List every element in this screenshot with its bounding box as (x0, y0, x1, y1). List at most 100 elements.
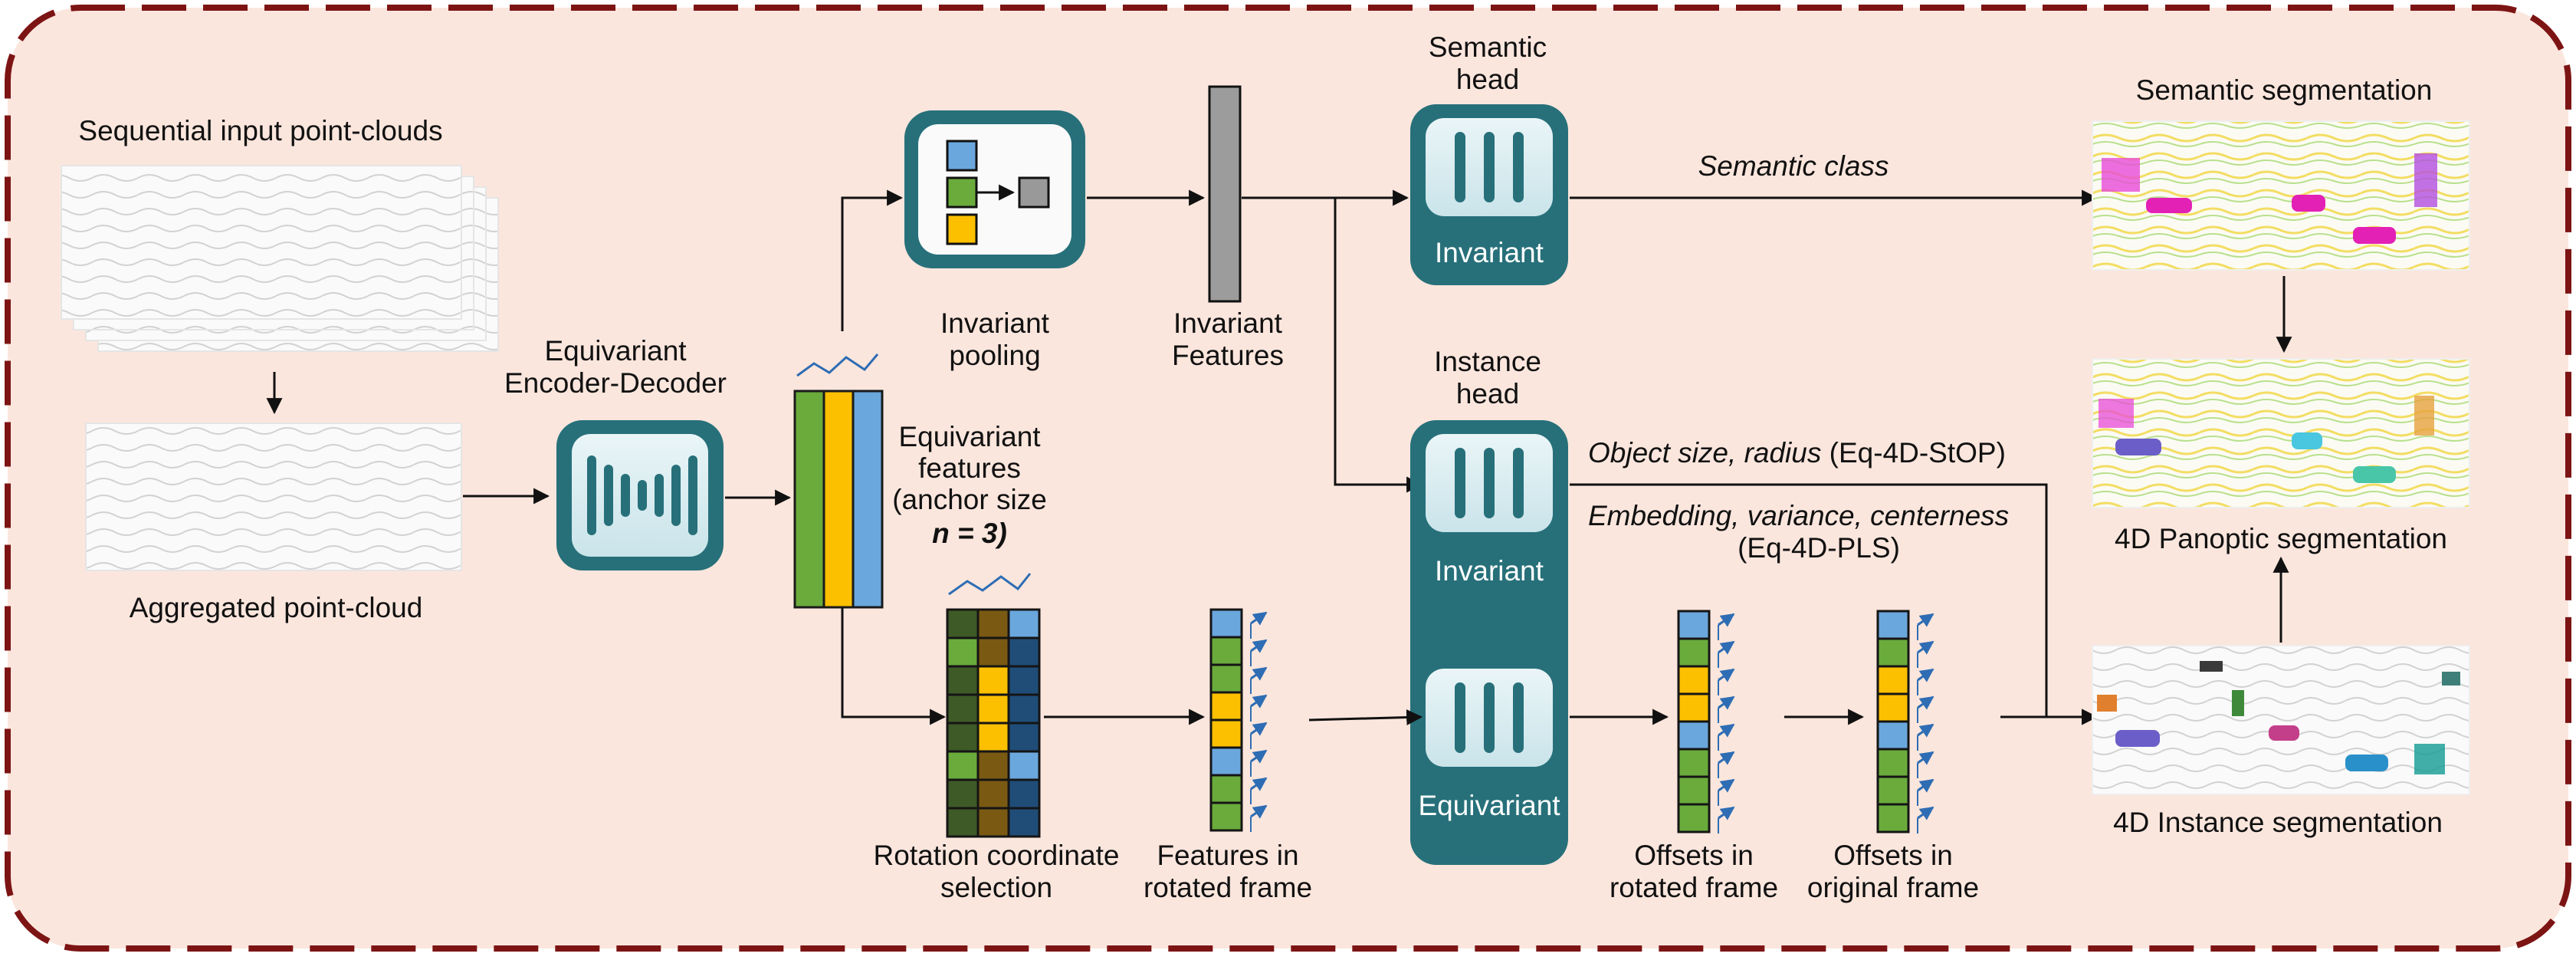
inv-pooling-label-1: Invariant (940, 307, 1050, 339)
semantic-invariant-label: Invariant (1435, 237, 1544, 268)
anchor-arrow (1250, 666, 1268, 681)
feature-cell (1677, 775, 1711, 806)
encoder-decoder-block (556, 420, 724, 570)
feature-cell (1677, 692, 1711, 723)
feature-cell (946, 693, 980, 725)
feature-cell (946, 750, 980, 781)
feature-cell (1007, 750, 1041, 781)
feature-cell (1876, 775, 1910, 806)
instance-head-label-1: Instance (1434, 346, 1541, 377)
feature-cell (946, 608, 980, 639)
anchor-arrow (1917, 613, 1934, 627)
feature-cell (1876, 665, 1910, 695)
feature-cell (1876, 610, 1910, 640)
anchor-arrow (1718, 778, 1735, 793)
eq-features-label-3: (anchor size (892, 484, 1047, 515)
anchor-arrows-grid (948, 573, 1032, 596)
feature-cell (976, 693, 1010, 725)
feature-cell (946, 665, 980, 696)
feature-cell (1876, 720, 1910, 751)
anchor-arrows-top (796, 353, 879, 377)
off-rot-label-1: Offsets in (1634, 840, 1754, 871)
feat-rot-label-2: rotated frame (1144, 872, 1312, 903)
aggregated-point-cloud (85, 422, 462, 571)
instance-head-block (1410, 420, 1568, 865)
feature-cell (946, 778, 980, 810)
anchor-arrow (1718, 723, 1735, 738)
instance-seg-image (2092, 645, 2470, 795)
semantic-seg-label: Semantic segmentation (2136, 74, 2433, 106)
semantic-head-label-2: head (1456, 64, 1519, 95)
feature-cell (976, 750, 1010, 781)
rot-coord-label-2: selection (940, 872, 1052, 903)
anchor-arrow (1718, 806, 1735, 820)
anchor-arrow (1250, 694, 1268, 708)
anchor-arrow (1250, 804, 1268, 819)
feature-cell (1876, 803, 1910, 833)
semantic-head-block (1410, 104, 1568, 285)
anchor-arrow (1917, 723, 1934, 738)
anchor-arrow (1917, 778, 1934, 793)
feat-rot-label-1: Features in (1157, 840, 1298, 871)
anchor-arrow (1917, 751, 1934, 765)
feature-cell (1876, 748, 1910, 778)
encoder-label-1: Equivariant (544, 335, 687, 367)
feature-cell (1677, 748, 1711, 778)
feature-cell (1007, 665, 1041, 696)
anchor-arrow (1250, 639, 1268, 653)
feature-cell (1007, 693, 1041, 725)
sequential-point-clouds (61, 165, 499, 352)
anchor-arrow (1250, 722, 1268, 736)
anchor-arrow (1917, 806, 1934, 820)
anchor-arrow (1718, 613, 1735, 627)
sequential-input-label: Sequential input point-clouds (78, 115, 442, 146)
embedding-label: Embedding, variance, centerness (1588, 500, 2009, 531)
feature-cell (976, 807, 1010, 838)
feature-cell (1007, 722, 1041, 753)
feature-cell (1209, 746, 1243, 777)
equivariant-features-bar (793, 390, 884, 609)
feature-cell (976, 665, 1010, 696)
feature-cell (976, 722, 1010, 753)
aggregated-label: Aggregated point-cloud (130, 592, 423, 623)
object-size-label: Object size, radius (Eq-4D-StOP) (1588, 437, 2006, 468)
offsets-rotated-column (1677, 610, 1735, 833)
feature-cell (1209, 718, 1243, 749)
inv-features-label-2: Features (1172, 340, 1284, 371)
instance-head-label-2: head (1456, 378, 1519, 409)
feature-cell (976, 778, 1010, 810)
feature-cell (1677, 720, 1711, 751)
feature-cell (1209, 691, 1243, 722)
off-orig-label-1: Offsets in (1833, 840, 1953, 871)
inv-features-label-1: Invariant (1173, 307, 1283, 339)
panoptic-seg-image (2092, 358, 2470, 508)
instance-invariant-label: Invariant (1435, 555, 1544, 587)
features-rotated-column (1209, 608, 1268, 832)
anchor-arrow (1917, 695, 1934, 710)
feature-cell (1007, 807, 1041, 838)
feature-cell (946, 636, 980, 668)
feature-cell (1209, 608, 1243, 639)
semantic-seg-image (2092, 120, 2470, 271)
rot-coord-label-1: Rotation coordinate (874, 840, 1120, 871)
invariant-pooling-block (904, 110, 1085, 268)
off-orig-label-2: original frame (1807, 872, 1979, 903)
feature-cell (976, 608, 1010, 639)
semantic-head-label-1: Semantic (1429, 31, 1547, 63)
feature-cell (1876, 637, 1910, 668)
feature-cell (1209, 774, 1243, 804)
feature-cell (1007, 778, 1041, 810)
anchor-arrow (1718, 640, 1735, 655)
rotation-coordinate-grid (946, 608, 1041, 838)
anchor-arrow (1250, 611, 1268, 626)
embedding-tag: (Eq-4D-PLS) (1738, 532, 1900, 564)
feature-cell (1677, 665, 1711, 695)
background-frame (5, 5, 2571, 952)
feature-cell (1007, 636, 1041, 668)
feature-cell (1677, 610, 1711, 640)
inv-pooling-label-2: pooling (949, 340, 1040, 371)
anchor-arrow (1718, 751, 1735, 765)
panoptic-seg-label: 4D Panoptic segmentation (2115, 523, 2447, 554)
